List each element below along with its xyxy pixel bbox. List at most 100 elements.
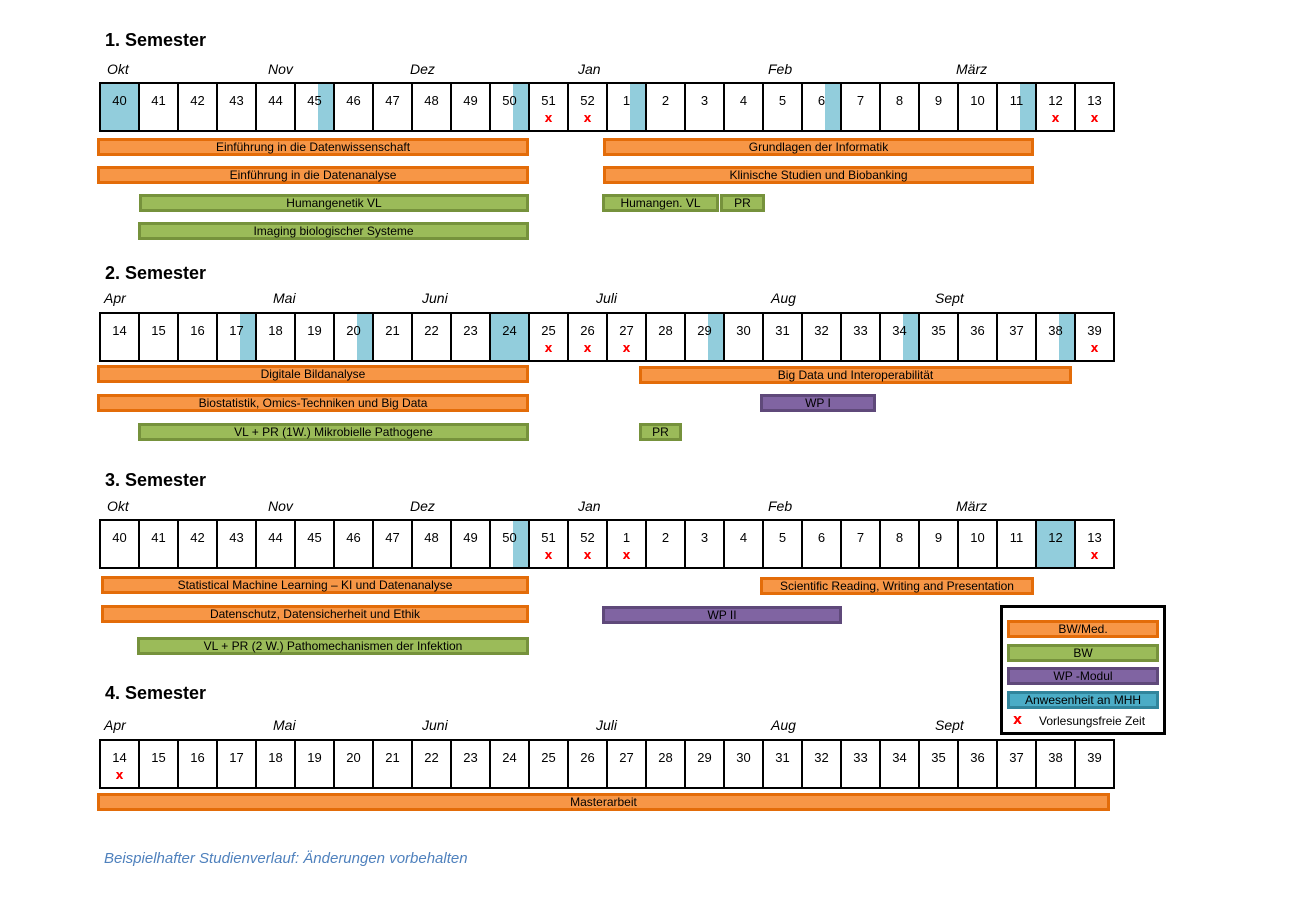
semester-2-title: 2. Semester xyxy=(105,263,207,283)
week-cell: 39 xyxy=(1074,739,1115,789)
week-cell: 19 xyxy=(294,312,335,362)
week-cell: 27 xyxy=(606,739,647,789)
week-cell: 4 xyxy=(723,519,764,569)
course-bar: Datenschutz, Datensicherheit und Ethik xyxy=(101,605,529,623)
week-cell: 49 xyxy=(450,519,491,569)
week-number: 27 xyxy=(619,750,634,765)
week-number: 37 xyxy=(1009,323,1024,338)
week-cell: 36 xyxy=(957,739,998,789)
week-number: 10 xyxy=(970,93,985,108)
course-bar: Masterarbeit xyxy=(97,793,1110,811)
week-number: 42 xyxy=(190,93,205,108)
month-label: März xyxy=(956,61,988,77)
week-number: 51 xyxy=(541,93,556,108)
week-number: 40 xyxy=(112,93,127,108)
month-label: Nov xyxy=(268,498,293,514)
week-cell: 15 xyxy=(138,312,179,362)
week-cell: 24 xyxy=(489,739,530,789)
no-lecture-icon: x xyxy=(544,111,553,125)
week-number: 32 xyxy=(814,323,829,338)
course-bar: Statistical Machine Learning – KI und Da… xyxy=(101,576,529,594)
month-label: Dez xyxy=(410,498,435,514)
week-number: 12 xyxy=(1048,530,1063,545)
week-number: 38 xyxy=(1048,323,1063,338)
week-number: 30 xyxy=(736,323,751,338)
week-cell: 41 xyxy=(138,519,179,569)
week-number: 32 xyxy=(814,750,829,765)
week-cell: 7 xyxy=(840,82,881,132)
week-cell: 31 xyxy=(762,739,803,789)
week-cell: 11 xyxy=(996,519,1037,569)
week-cell: 23 xyxy=(450,739,491,789)
month-label: Mai xyxy=(273,717,296,733)
week-cell: 29 xyxy=(684,312,725,362)
week-cell: 46 xyxy=(333,82,374,132)
week-cell: 35 xyxy=(918,312,959,362)
week-number: 43 xyxy=(229,530,244,545)
week-cell: 29 xyxy=(684,739,725,789)
week-cell: 3 xyxy=(684,519,725,569)
week-cell: 20 xyxy=(333,312,374,362)
week-number: 12 xyxy=(1048,93,1063,108)
week-number: 52 xyxy=(580,530,595,545)
week-number: 34 xyxy=(892,323,907,338)
week-cell: 16 xyxy=(177,312,218,362)
week-number: 28 xyxy=(658,750,673,765)
attendance-marker xyxy=(318,84,333,130)
course-bar: Digitale Bildanalyse xyxy=(97,365,529,383)
week-cell: 7 xyxy=(840,519,881,569)
week-number: 19 xyxy=(307,323,322,338)
week-cell: 17 xyxy=(216,739,257,789)
week-number: 7 xyxy=(856,530,865,545)
month-label: Okt xyxy=(107,61,129,77)
week-number: 21 xyxy=(385,323,400,338)
no-lecture-icon: x xyxy=(1090,548,1099,562)
week-number: 2 xyxy=(661,530,670,545)
week-cell: 33 xyxy=(840,312,881,362)
week-cell: 46 xyxy=(333,519,374,569)
legend-item-bw-med: BW/Med. xyxy=(1007,620,1159,638)
week-number: 36 xyxy=(970,750,985,765)
semester-3-title: 3. Semester xyxy=(105,470,207,490)
week-cell: 15 xyxy=(138,739,179,789)
legend-item-wp-modul: WP -Modul xyxy=(1007,667,1159,685)
week-cell: 22 xyxy=(411,739,452,789)
week-number: 6 xyxy=(817,93,826,108)
week-cell: 8 xyxy=(879,519,920,569)
week-number: 9 xyxy=(934,530,943,545)
week-cell: 32 xyxy=(801,312,842,362)
week-cell: 1 xyxy=(606,82,647,132)
week-number: 10 xyxy=(970,530,985,545)
course-bar: Humangenetik VL xyxy=(139,194,529,212)
week-number: 18 xyxy=(268,750,283,765)
week-number: 22 xyxy=(424,323,439,338)
week-number: 29 xyxy=(697,750,712,765)
week-cell: 49 xyxy=(450,82,491,132)
week-number: 20 xyxy=(346,323,361,338)
week-number: 15 xyxy=(151,750,166,765)
month-label: Okt xyxy=(107,498,129,514)
week-cell: 20 xyxy=(333,739,374,789)
week-number: 6 xyxy=(817,530,826,545)
course-bar: Grundlagen der Informatik xyxy=(603,138,1034,156)
no-lecture-icon: x xyxy=(622,341,631,355)
week-cell: 42 xyxy=(177,519,218,569)
week-cell: 31 xyxy=(762,312,803,362)
no-lecture-icon: x xyxy=(622,548,631,562)
footer-note: Beispielhafter Studienverlauf: Änderunge… xyxy=(104,850,468,867)
no-lecture-icon: x xyxy=(115,768,124,782)
week-number: 11 xyxy=(1009,93,1024,108)
month-label: Nov xyxy=(268,61,293,77)
week-number: 39 xyxy=(1087,750,1102,765)
attendance-marker xyxy=(513,521,528,567)
attendance-marker xyxy=(825,84,840,130)
month-label: Feb xyxy=(768,498,793,514)
no-lecture-icon: x xyxy=(544,341,553,355)
week-number: 4 xyxy=(739,93,748,108)
week-number: 3 xyxy=(700,530,709,545)
month-label: Jan xyxy=(578,498,601,514)
week-cell: 9 xyxy=(918,519,959,569)
